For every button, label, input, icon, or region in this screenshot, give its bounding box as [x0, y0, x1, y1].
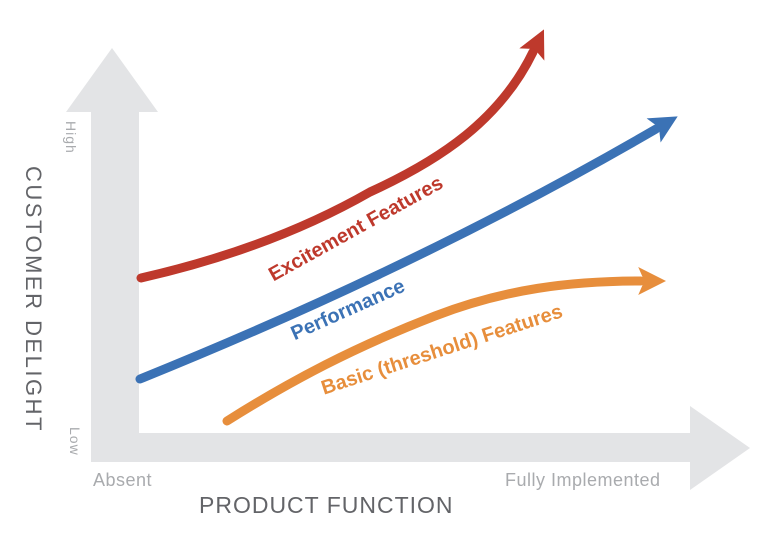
axis-arrows: [66, 48, 750, 490]
x-axis-arrow-bar: [91, 433, 690, 462]
x-axis-title: PRODUCT FUNCTION: [199, 492, 454, 518]
y-axis-title: CUSTOMER DELIGHT: [21, 166, 46, 433]
y-tick-high: High: [63, 121, 79, 154]
basic-features-curve: [222, 267, 667, 426]
y-axis-arrowhead: [66, 48, 158, 112]
y-tick-low: Low: [67, 427, 83, 456]
y-axis-arrow-bar: [91, 108, 139, 462]
x-axis-arrowhead: [690, 406, 750, 490]
x-tick-absent: Absent: [93, 470, 153, 490]
excitement-features-curve: [136, 29, 545, 283]
performance-curve: [135, 116, 678, 384]
x-tick-fully-implemented: Fully Implemented: [505, 470, 661, 490]
